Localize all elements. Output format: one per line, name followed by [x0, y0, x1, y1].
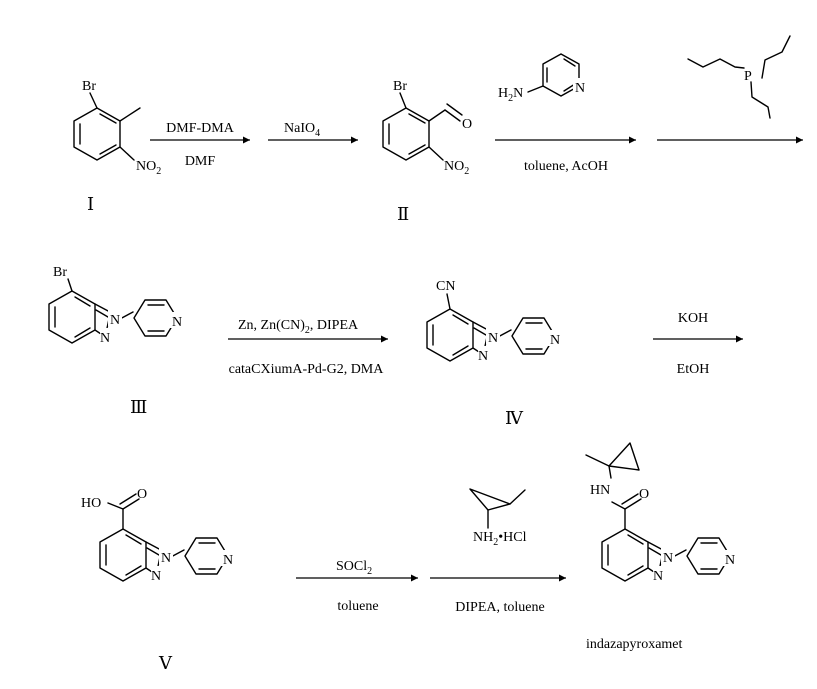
compound-label-ii: Ⅱ	[397, 204, 409, 224]
compound-v-structure	[99, 493, 229, 582]
atom-n: N	[223, 553, 233, 568]
reagent-koh: KOH	[678, 311, 708, 326]
atom-n: N	[663, 551, 673, 566]
atom-n: N	[653, 569, 663, 584]
atom-no2: NO2	[444, 159, 469, 177]
atom-n: N	[100, 331, 110, 346]
reagent-zn-cn2-dipea: Zn, Zn(CN)2, DIPEA	[238, 318, 359, 336]
atom-cn: CN	[436, 279, 455, 294]
atom-n: N	[725, 553, 735, 568]
atom-n: N	[478, 349, 488, 364]
atom-o: O	[639, 487, 649, 502]
reagent-dmf-dma: DMF-DMA	[166, 121, 235, 136]
atom-ho: HO	[81, 496, 101, 511]
atom-n: N	[151, 569, 161, 584]
reagent-toluene: toluene	[337, 599, 378, 614]
compound-label-i: Ⅰ	[87, 194, 94, 214]
reagent-tributylphosphine	[687, 35, 791, 119]
atom-br: Br	[393, 79, 407, 94]
reagent-etoh: EtOH	[677, 362, 710, 377]
reagent-1-methylcyclopropylamine-hcl	[469, 488, 526, 529]
atom-br: Br	[82, 79, 96, 94]
atom-h2n: H2N	[498, 86, 523, 104]
atom-n: N	[110, 313, 120, 328]
reagent-socl2: SOCl2	[336, 559, 372, 577]
atom-n: N	[575, 81, 585, 96]
atom-n: N	[161, 551, 171, 566]
product-name: indazapyroxamet	[586, 637, 683, 652]
product-structure	[585, 442, 731, 582]
compound-label-iii: Ⅲ	[130, 397, 147, 417]
compound-ii-structure	[382, 92, 463, 161]
reagent-catacxiuma-pd-g2: cataCXiumA-Pd-G2, DMA	[229, 362, 385, 377]
atom-no2: NO2	[136, 159, 161, 177]
atom-n: N	[488, 331, 498, 346]
compound-label-v: Ⅴ	[158, 653, 173, 673]
atom-n: N	[172, 315, 182, 330]
atom-p: P	[744, 69, 752, 84]
atom-nh2-hcl: NH2•HCl	[473, 530, 527, 548]
atom-hn: HN	[590, 483, 610, 498]
atom-n: N	[550, 333, 560, 348]
atom-br: Br	[53, 265, 67, 280]
atom-o: O	[137, 487, 147, 502]
reagent-naio4: NaIO4	[284, 121, 320, 139]
reagent-3-aminopyridine	[527, 53, 580, 97]
reagent-toluene-acoh: toluene, AcOH	[524, 159, 608, 174]
compound-i-structure	[73, 92, 141, 161]
atom-o: O	[462, 117, 472, 132]
compound-label-iv: Ⅳ	[505, 408, 524, 428]
reagent-dipea-toluene: DIPEA, toluene	[455, 600, 544, 615]
reagent-dmf: DMF	[185, 154, 216, 169]
